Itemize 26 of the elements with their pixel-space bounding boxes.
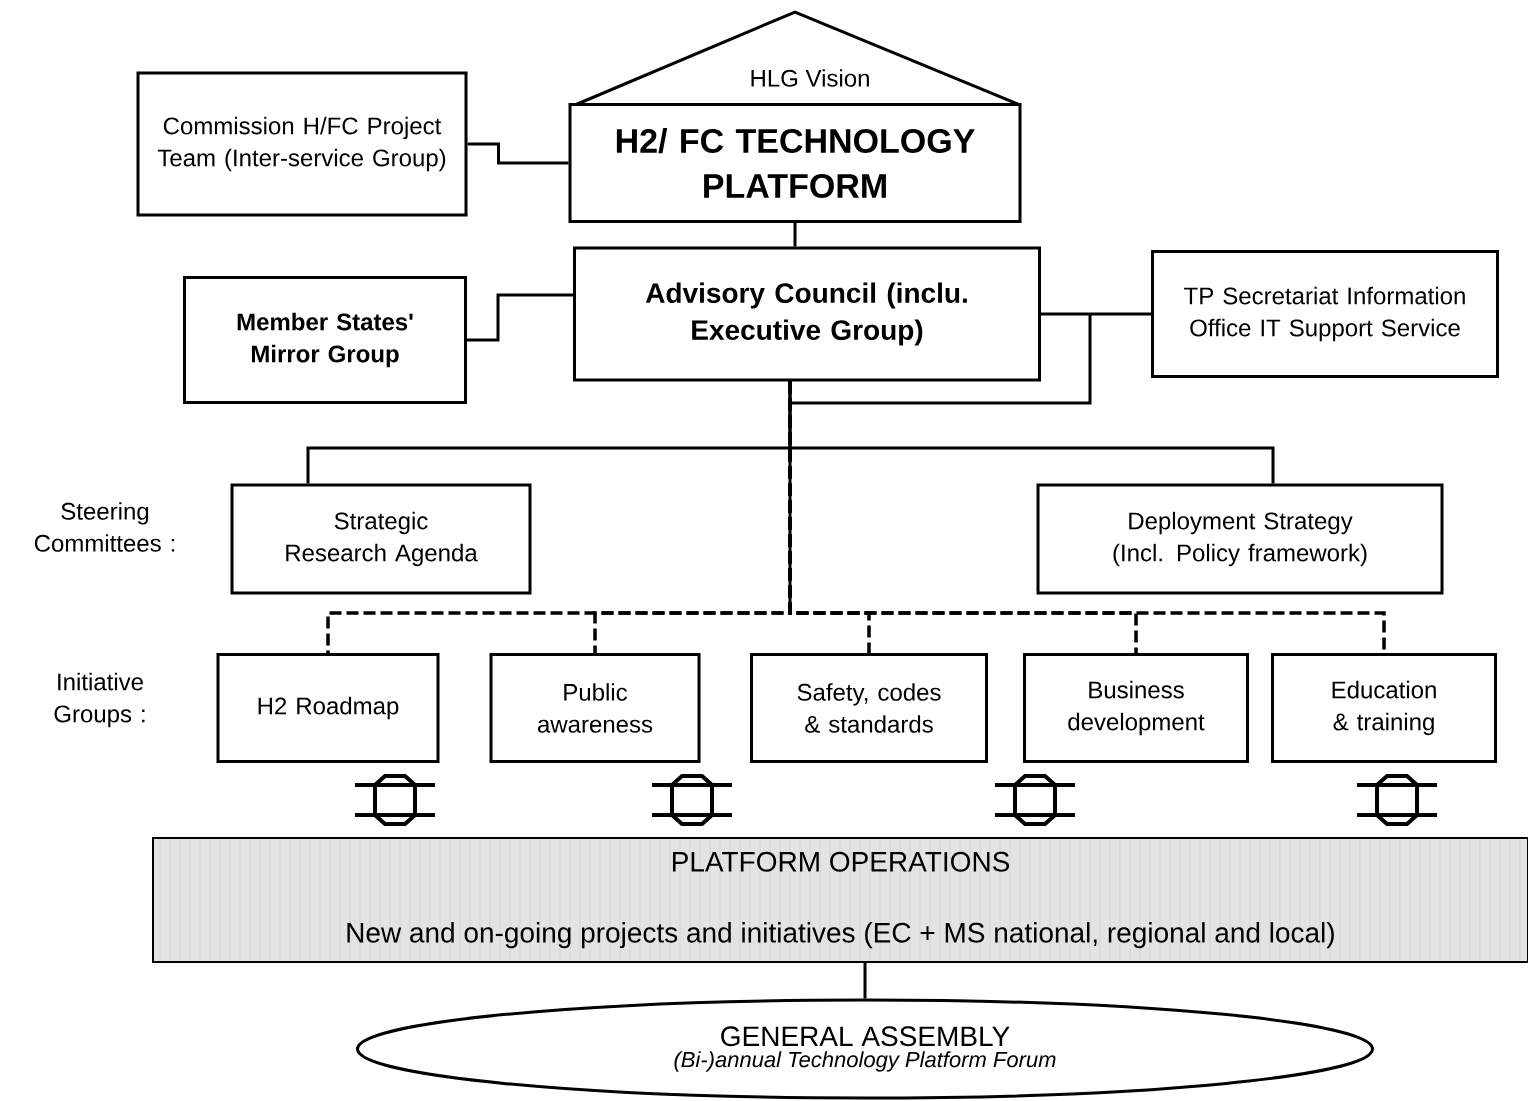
group-box: Advisory Council (inclu. Executive Group)	[573, 246, 1041, 382]
group-box: Safety, codes & standards	[750, 653, 988, 763]
group-box: Business development	[1023, 653, 1249, 763]
group-box: H2/ FC TECHNOLOGY PLATFORM	[568, 103, 1022, 223]
operations-band	[152, 837, 1528, 963]
double-arrow-symbol	[1355, 774, 1439, 826]
section-text: New and on-going projects and initiatives (EC + MS national, regional and local)	[347, 922, 1334, 949]
double-arrow-symbol	[993, 774, 1077, 826]
connector-line	[788, 381, 1386, 653]
row-label: Steering Committees :	[34, 502, 175, 552]
group-box: H2 Roadmap	[216, 653, 440, 763]
group-box: Public awareness	[489, 653, 701, 763]
connector-line	[793, 223, 797, 247]
connector-line	[863, 963, 867, 999]
section-heading: PLATFORM OPERATIONS	[672, 851, 1010, 872]
group-box: Education & training	[1271, 653, 1497, 763]
group-box: Commission H/FC Project Team (Inter-service Group)	[136, 71, 468, 217]
double-arrow-symbol	[353, 774, 437, 826]
connector-line	[467, 293, 573, 342]
group-box: Strategic Research Agenda	[230, 483, 532, 595]
double-arrow-symbol	[650, 774, 734, 826]
row-label: Initiative Groups :	[54, 672, 145, 728]
group-box: Member States' Mirror Group	[183, 276, 467, 404]
group-box: Deployment Strategy (Incl. Policy framework)	[1036, 483, 1444, 595]
connector-line	[467, 142, 569, 165]
group-box: TP Secretariat Information Office IT Support Service	[1151, 250, 1499, 378]
